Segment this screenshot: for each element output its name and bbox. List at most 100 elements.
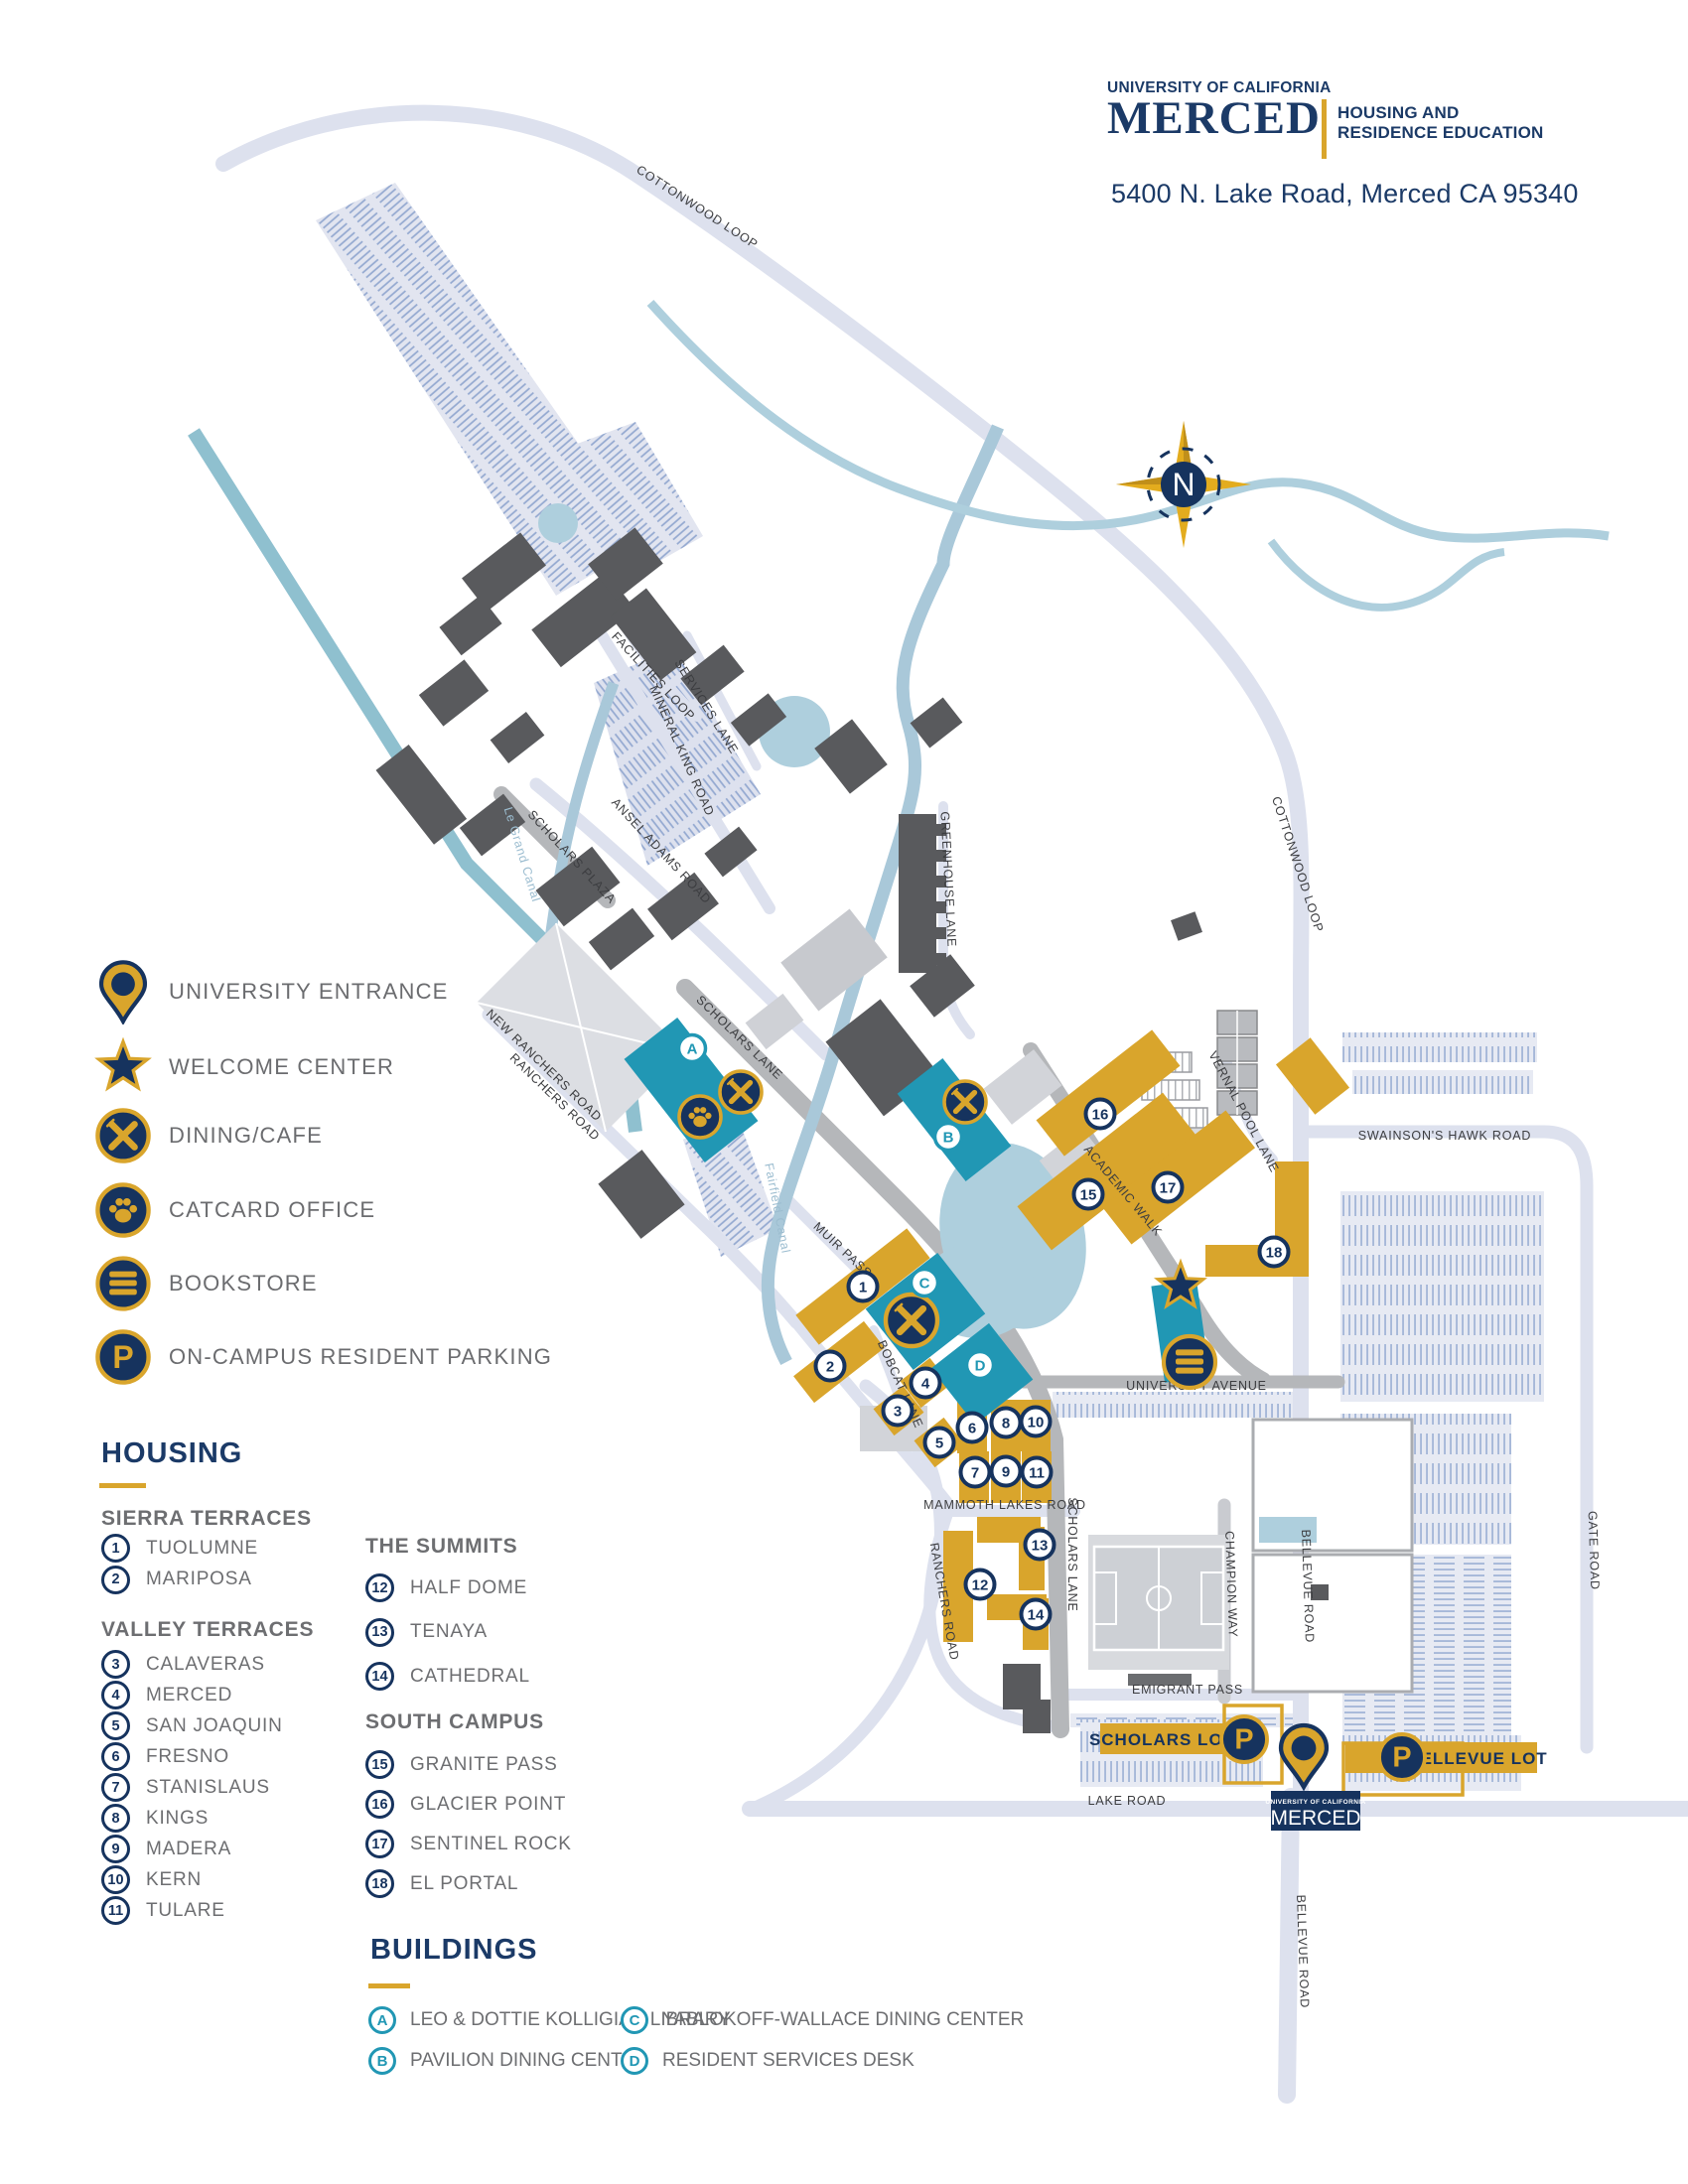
housing-item: 13 TENAYA (365, 1617, 488, 1647)
housing-group-header: VALLEY TERRACES (101, 1618, 315, 1641)
housing-item-label: SENTINEL ROCK (410, 1833, 572, 1854)
svg-text:P: P (1392, 1742, 1411, 1774)
new-ranchers-road (482, 1008, 803, 1329)
housing-number-badge: 15 (365, 1750, 394, 1779)
housing-item-label: GLACIER POINT (410, 1793, 567, 1815)
housing-number-badge: 16 (365, 1790, 394, 1819)
gray-buildings (476, 908, 1414, 1694)
housing-title: HOUSING (101, 1437, 243, 1469)
housing-item: 5 SAN JOAQUIN (101, 1711, 283, 1740)
housing-item-label: TENAYA (410, 1621, 488, 1642)
housing-item: 1 TUOLUMNE (101, 1534, 258, 1563)
map-marker-4: 4 (909, 1366, 942, 1400)
housing-item-label: CALAVERAS (146, 1653, 265, 1675)
road-label: BELLEVUE ROAD (1299, 1529, 1317, 1643)
housing-item-label: STANISLAUS (146, 1776, 270, 1798)
housing-group-header: THE SUMMITS (365, 1535, 518, 1558)
svg-text:4: 4 (921, 1376, 930, 1393)
housing-item-label: FRESNO (146, 1745, 229, 1767)
map-marker-1: 1 (846, 1270, 880, 1303)
housing-number-badge: 6 (101, 1742, 130, 1771)
map-marker-B: B (932, 1121, 964, 1153)
housing-item: 10 KERN (101, 1865, 202, 1894)
svg-text:14: 14 (1028, 1607, 1045, 1624)
housing-item-label: TULARE (146, 1899, 225, 1921)
housing-item: 4 MERCED (101, 1681, 232, 1709)
buildings-rule (368, 1983, 410, 1988)
legend-label: UNIVERSITY ENTRANCE (169, 979, 449, 1004)
soccer-field (1088, 1535, 1229, 1686)
svg-text:10: 10 (1028, 1415, 1045, 1432)
legend-item: CATCARD OFFICE (91, 1180, 375, 1240)
map-markers: P P 1 2 3 4 5 6 7 8 9 10 11 12 13 14 15 … (676, 1032, 1427, 1792)
road-label: LAKE ROAD (1088, 1794, 1167, 1808)
building-item-label: LEO & DOTTIE KOLLIGIAN LIBRARY (410, 2009, 731, 2030)
legend-label: BOOKSTORE (169, 1271, 318, 1296)
parking-icon: P (91, 1324, 155, 1390)
housing-item-label: SAN JOAQUIN (146, 1714, 283, 1736)
housing-number-badge: 9 (101, 1835, 130, 1863)
building-item: D RESIDENT SERVICES DESK (621, 2047, 914, 2075)
brand-wordmark: MERCED (1107, 92, 1321, 144)
map-parking-icon: P (1377, 1732, 1427, 1782)
housing-number-badge: 3 (101, 1650, 130, 1679)
svg-text:11: 11 (1029, 1465, 1045, 1482)
building-item-label: YABLOKOFF-WALLACE DINING CENTER (662, 2009, 1025, 2030)
housing-item: 18 EL PORTAL (365, 1869, 518, 1898)
legend-label: CATCARD OFFICE (169, 1197, 376, 1222)
map-marker-7: 7 (958, 1455, 992, 1489)
building-letter-badge: A (368, 2006, 396, 2034)
legend-label: WELCOME CENTER (169, 1054, 395, 1079)
housing-item: 3 CALAVERAS (101, 1650, 265, 1679)
housing-number-badge: 14 (365, 1662, 394, 1691)
housing-item-label: EL PORTAL (410, 1872, 519, 1894)
address: 5400 N. Lake Road, Merced CA 95340 (1111, 179, 1579, 208)
svg-text:9: 9 (1002, 1464, 1010, 1481)
map-marker-8: 8 (989, 1406, 1023, 1439)
svg-text:15: 15 (1080, 1187, 1097, 1204)
map-marker-D: D (964, 1349, 996, 1381)
legend-item: P ON-CAMPUS RESIDENT PARKING (91, 1327, 552, 1387)
buildings-section: BUILDINGS A LEO & DOTTIE KOLLIGIAN LIBRA… (368, 1934, 1322, 2113)
map-marker-17: 17 (1151, 1170, 1185, 1204)
legend-item: BOOKSTORE (91, 1254, 318, 1313)
svg-text:12: 12 (972, 1577, 989, 1594)
housing-item: 12 HALF DOME (365, 1573, 527, 1602)
star-icon (91, 1034, 155, 1100)
svg-text:A: A (687, 1041, 698, 1058)
building-letter-badge: B (368, 2047, 396, 2075)
road-label: BELLEVUE ROAD (1294, 1894, 1312, 2008)
svg-text:B: B (943, 1130, 954, 1147)
scholars-lot-label: SCHOLARS LOT (1089, 1730, 1234, 1749)
sign-line1: UNIVERSITY OF CALIFORNIA (1265, 1799, 1365, 1806)
housing-number-badge: 8 (101, 1804, 130, 1833)
road-label: SCHOLARS LANE (1065, 1497, 1079, 1611)
housing-item: 2 MARIPOSA (101, 1565, 252, 1594)
map-marker-16: 16 (1083, 1097, 1117, 1131)
map-marker-5: 5 (922, 1426, 956, 1459)
map-dining-icon (942, 1079, 988, 1125)
map-paw-icon (677, 1094, 723, 1140)
dining-icon (91, 1103, 155, 1168)
svg-text:5: 5 (935, 1435, 943, 1452)
sign-line2: MERCED (1270, 1807, 1360, 1830)
housing-item-label: CATHEDRAL (410, 1665, 530, 1687)
map-marker-12: 12 (963, 1568, 997, 1601)
compass-rose: N (1116, 421, 1251, 548)
road-label: SWAINSON'S HAWK ROAD (1358, 1129, 1531, 1143)
recreation-center (1251, 1418, 1414, 1694)
housing-number-badge: 17 (365, 1830, 394, 1858)
housing-group-header: SIERRA TERRACES (101, 1507, 312, 1530)
map-marker-6: 6 (955, 1411, 989, 1444)
legend-label: ON-CAMPUS RESIDENT PARKING (169, 1344, 553, 1369)
housing-number-badge: 7 (101, 1773, 130, 1802)
housing-item-label: MARIPOSA (146, 1569, 252, 1589)
housing-item: 7 STANISLAUS (101, 1773, 270, 1802)
lot-banners: SCHOLARS LOT BELLEVUE LOT (1089, 1723, 1547, 1773)
housing-group-header: SOUTH CAMPUS (365, 1710, 544, 1733)
housing-number-badge: 11 (101, 1896, 130, 1925)
legend-item: UNIVERSITY ENTRANCE (91, 960, 449, 1024)
svg-text:C: C (919, 1276, 930, 1293)
